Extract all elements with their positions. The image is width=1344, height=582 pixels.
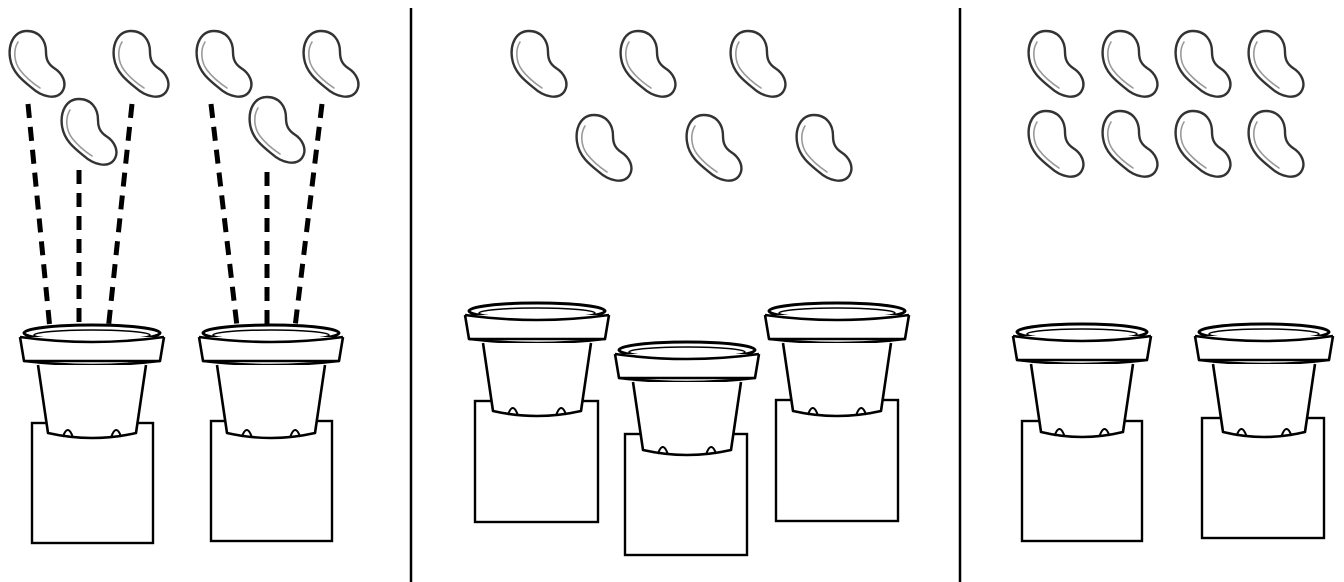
bean-icon bbox=[1249, 31, 1304, 97]
bean-icon bbox=[797, 115, 852, 181]
panel-1 bbox=[10, 31, 359, 543]
bean-icon bbox=[10, 31, 65, 97]
dashed-guide-line bbox=[211, 104, 240, 352]
box-stand bbox=[32, 423, 153, 543]
panel-3 bbox=[1013, 31, 1333, 541]
bean-icon bbox=[512, 31, 567, 97]
flower-pot bbox=[20, 325, 164, 438]
bean-icon bbox=[1029, 31, 1084, 97]
bean-icon bbox=[1103, 111, 1158, 177]
bean-icon bbox=[304, 31, 359, 97]
flower-pot bbox=[465, 303, 609, 416]
bean-icon bbox=[114, 31, 169, 97]
bean-icon bbox=[1029, 111, 1084, 177]
bean-icon bbox=[577, 115, 632, 181]
bean-icon bbox=[250, 97, 305, 163]
box-stand bbox=[475, 401, 598, 522]
dashed-guide-line bbox=[28, 104, 52, 350]
bean-icon bbox=[1103, 31, 1158, 97]
bean-icon bbox=[62, 99, 117, 165]
bean-icon bbox=[1176, 111, 1231, 177]
bean-icon bbox=[621, 31, 676, 97]
bean-icon bbox=[687, 115, 742, 181]
bean-icon bbox=[197, 31, 252, 97]
bean-icon bbox=[731, 31, 786, 97]
box-stand bbox=[776, 400, 898, 521]
bean-icon bbox=[1176, 31, 1231, 97]
box-stand bbox=[1022, 421, 1142, 541]
bean-icon bbox=[1249, 111, 1304, 177]
panel-2 bbox=[465, 31, 909, 555]
